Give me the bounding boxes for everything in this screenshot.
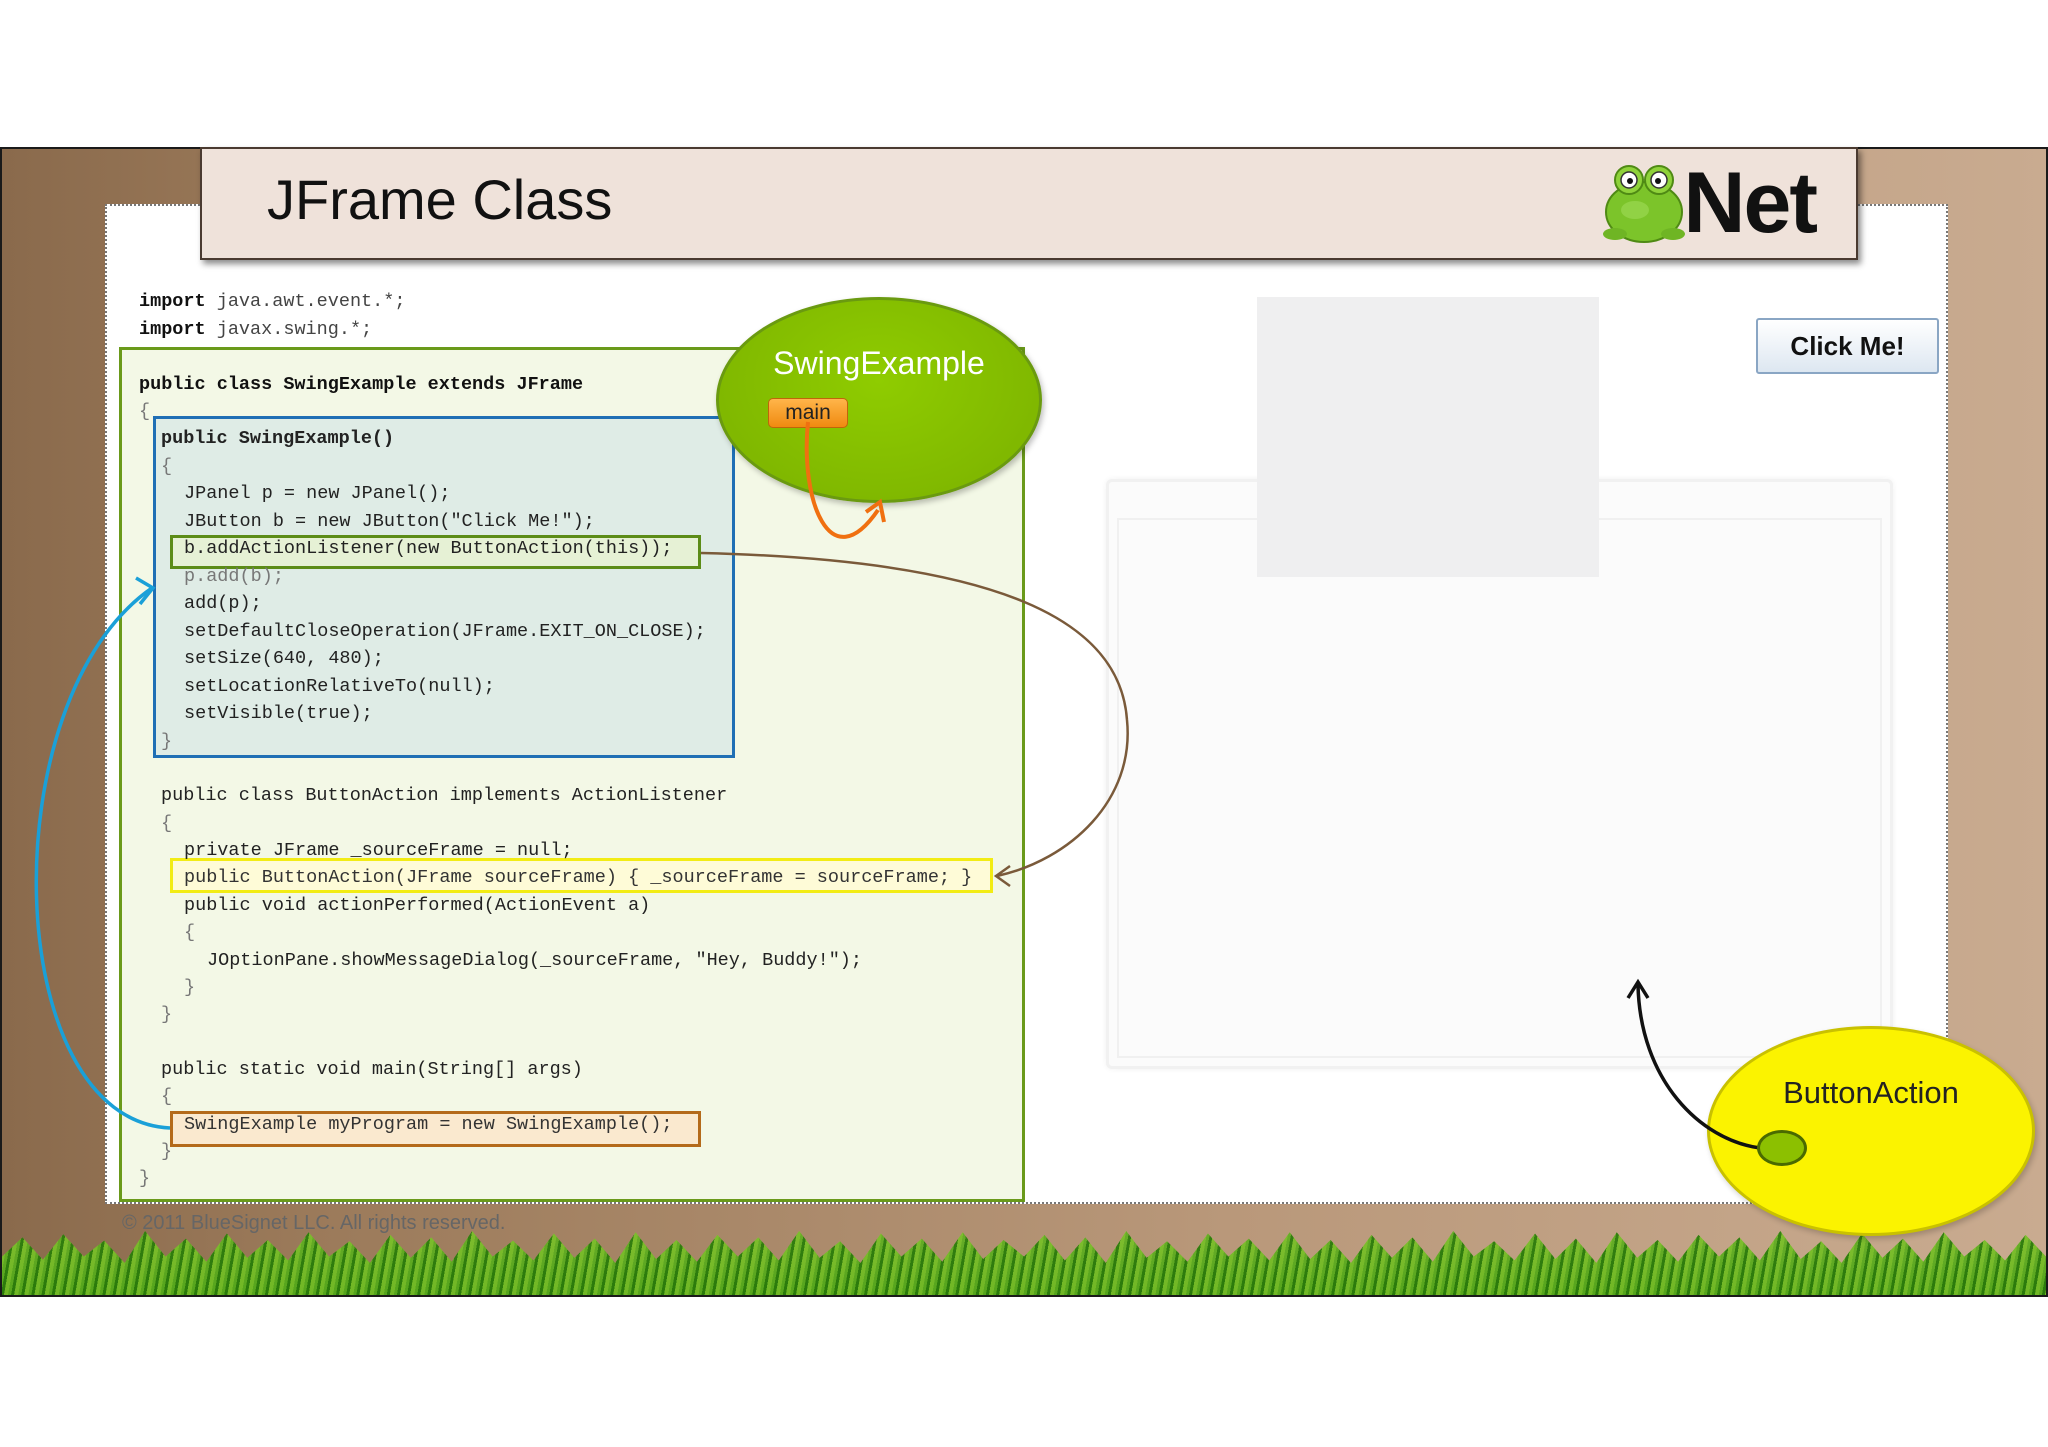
code-line: JButton b = new JButton("Click Me!"); (184, 511, 595, 532)
code-line: } (161, 1004, 173, 1025)
orange-arrow-head (864, 498, 886, 523)
code-line: { (161, 813, 173, 834)
logo-text: Net (1683, 154, 1818, 251)
code-line: } (161, 731, 173, 752)
code-line: public class SwingExample extends JFrame (139, 374, 584, 395)
orange-arrow (804, 421, 880, 539)
code-line: SwingExample myProgram = new SwingExampl… (184, 1114, 673, 1135)
code-line: } (161, 1141, 173, 1162)
code-line: } (139, 1168, 151, 1189)
code-line: { (161, 456, 173, 477)
buttonaction-label: ButtonAction (1783, 1075, 1959, 1110)
code-line: setDefaultCloseOperation(JFrame.EXIT_ON_… (184, 621, 706, 642)
logo: Net (1599, 155, 1818, 251)
brown-arrow (700, 551, 1129, 878)
blue-arrow (34, 586, 171, 1130)
code-line: public static void main(String[] args) (161, 1059, 583, 1080)
slide-title: JFrame Class (267, 168, 613, 231)
copyright-text: © 2011 BlueSignet LLC. All rights reserv… (122, 1212, 506, 1234)
code-line: add(p); (184, 593, 262, 614)
code-line: p.add(b); (184, 566, 284, 587)
code-line: setVisible(true); (184, 703, 373, 724)
blue-arrow-head (135, 576, 156, 606)
code-line: { (184, 922, 196, 943)
import-line-2: import javax.swing.*; (139, 319, 373, 340)
code-line: setLocationRelativeTo(null); (184, 676, 495, 697)
code-line: } (184, 977, 196, 998)
swingexample-label: SwingExample (773, 345, 985, 381)
code-line: public ButtonAction(JFrame sourceFrame) … (184, 867, 973, 888)
listener-highlight-box (170, 535, 701, 569)
buttonaction-object-oval: ButtonAction (1707, 1026, 2035, 1236)
black-arrow (1636, 984, 1761, 1150)
jpanel-preview (1257, 297, 1599, 577)
code-line: setSize(640, 480); (184, 648, 384, 669)
swing-window-preview (1106, 479, 1893, 1069)
constructor-highlight-box (153, 416, 735, 758)
main-statement-highlight-box (170, 1111, 701, 1147)
code-line: public class ButtonAction implements Act… (161, 785, 728, 806)
frog-icon (1599, 160, 1689, 246)
title-banner: JFrame Class Net (200, 147, 1858, 260)
code-line: public void actionPerformed(ActionEvent … (184, 895, 651, 916)
code-line: { (161, 1086, 173, 1107)
code-line: { (139, 401, 151, 422)
black-arrow-head (1626, 978, 1650, 999)
code-line: b.addActionListener(new ButtonAction(thi… (184, 538, 673, 559)
code-line: private JFrame _sourceFrame = null; (184, 840, 573, 861)
code-line: JOptionPane.showMessageDialog(_sourceFra… (207, 950, 863, 971)
code-line: public SwingExample() (161, 428, 395, 449)
buttonaction-constructor-highlight-box (170, 858, 993, 893)
import-line-1: import java.awt.event.*; (139, 291, 406, 312)
code-line: JPanel p = new JPanel(); (184, 483, 451, 504)
click-me-button[interactable]: Click Me! (1756, 318, 1939, 374)
buttonaction-reference-dot (1757, 1130, 1807, 1166)
brown-arrow-head (993, 864, 1011, 888)
